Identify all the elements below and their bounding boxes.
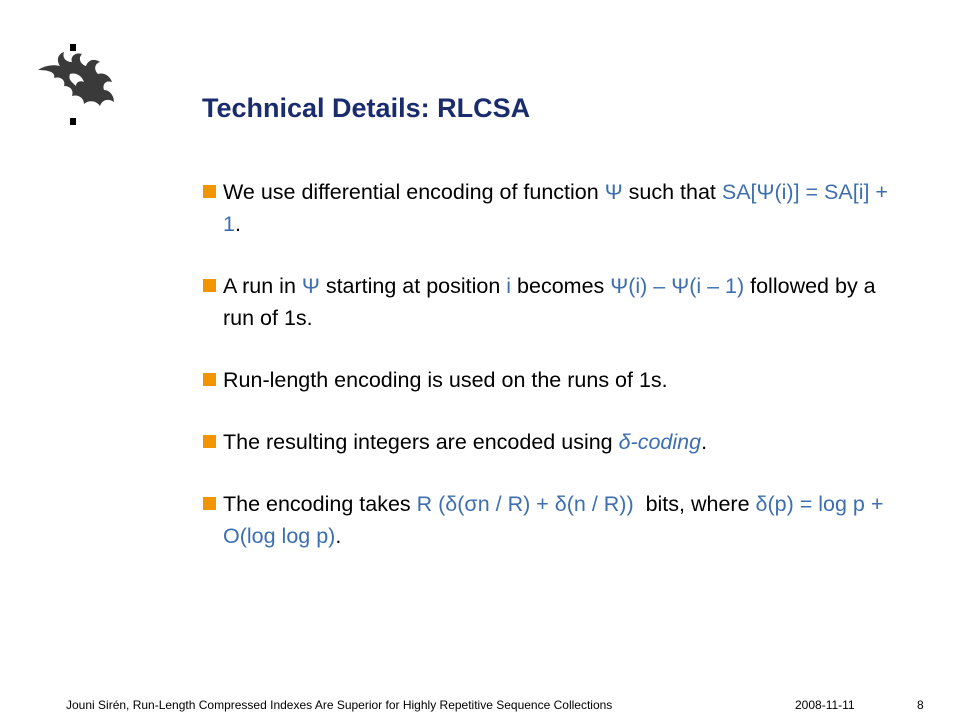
bullet-text: starting at position — [319, 274, 507, 298]
bullet-math: i — [506, 274, 512, 298]
logo-dot-bottom — [70, 118, 76, 125]
bullet-math: Ψ(i) – Ψ(i – 1) — [610, 274, 745, 298]
bullet-text: Run-length encoding is used on the runs … — [223, 368, 668, 392]
bullet-list: We use differential encoding of function… — [203, 176, 903, 582]
bullet-text: becomes — [511, 274, 611, 298]
page-number: 8 — [917, 698, 924, 712]
bullet-square-icon — [203, 279, 216, 292]
bullet-text: . — [701, 430, 708, 454]
bullet-text: bits, where — [633, 492, 756, 516]
slide-title: Technical Details: RLCSA — [202, 93, 531, 123]
bullet-square-icon — [203, 435, 216, 448]
bullet-text: We use differential encoding of function — [223, 180, 605, 204]
bullet-text: such that — [622, 180, 722, 204]
bullet-text: . — [335, 524, 342, 548]
bullet-math: δ(p) = log p + O(log log p) — [223, 492, 884, 548]
bullet-math: Ψ — [301, 274, 320, 298]
bullet-text: The resulting integers are encoded using — [223, 430, 619, 454]
bullet-item: We use differential encoding of function… — [203, 176, 903, 240]
flame-logo-icon — [38, 44, 114, 125]
footer-date: 2008-11-11 — [795, 698, 855, 712]
bullet-text: followed by a run of 1s. — [223, 274, 876, 330]
bullet-item: The encoding takes R (δ(σn / R) + δ(n / … — [203, 488, 903, 552]
bullet-math: Ψ — [604, 180, 623, 204]
bullet-square-icon — [203, 497, 216, 510]
bullet-square-icon — [203, 185, 216, 198]
bullet-math: SA[Ψ(i)] = SA[i] + 1 — [223, 180, 888, 236]
university-logo — [30, 40, 122, 130]
bullet-math: δ-coding — [618, 430, 702, 454]
logo-flame-inner — [69, 73, 84, 86]
logo-dot-top — [70, 44, 76, 51]
footer-author-title: Jouni Sirén, Run-Length Compressed Index… — [66, 698, 613, 712]
bullet-text: A run in — [223, 274, 302, 298]
bullet-item: The resulting integers are encoded using… — [203, 426, 903, 458]
bullet-text: The encoding takes — [223, 492, 417, 516]
bullet-item: A run in Ψ starting at position i become… — [203, 270, 903, 334]
bullet-square-icon — [203, 373, 216, 386]
bullet-math: R (δ(σn / R) + δ(n / R)) — [416, 492, 634, 516]
bullet-item: Run-length encoding is used on the runs … — [203, 364, 903, 396]
bullet-text: . — [234, 212, 241, 236]
